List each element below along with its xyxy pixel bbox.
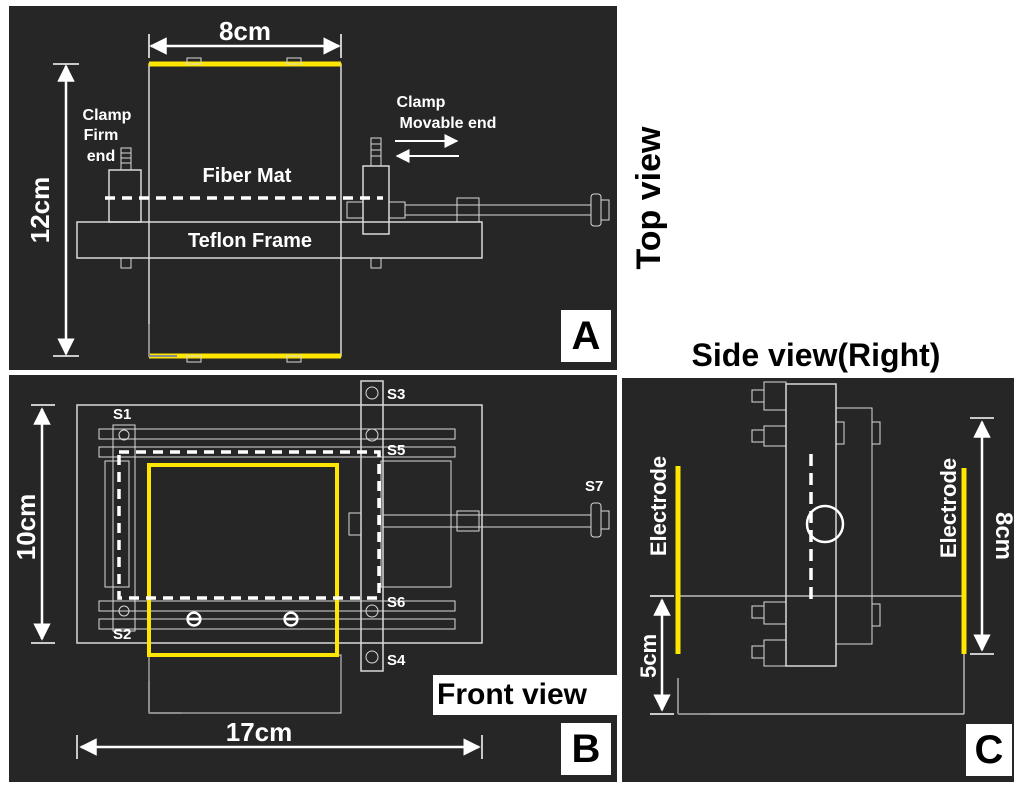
width-dimension-label: 8cm (219, 16, 271, 46)
panel-a-letter: A (561, 310, 611, 362)
clamp-firm-label-2: Firm (84, 127, 119, 144)
fiber-mat-label: Fiber Mat (203, 165, 292, 187)
panel-b-letter: B (561, 723, 611, 775)
electrode-square (147, 463, 339, 657)
top-view-title: Top view (630, 126, 668, 269)
panel-a-drawing: 8cm 12cm Clamp Firm end Clamp Movable en… (25, 16, 610, 363)
negative-charge-icon: ⊖ (185, 606, 203, 631)
panel-c-letter: C (966, 724, 1012, 776)
fiber-cross-section (805, 504, 845, 544)
side-view-title: Side view(Right) (692, 337, 941, 373)
fiber-mat-dashed (117, 450, 381, 600)
screw-label-s2: S2 (113, 626, 131, 643)
negative-charge-icon: ⊖ (282, 606, 300, 631)
screw-label-s4: S4 (387, 652, 406, 669)
offset-dimension-label: 5cm (636, 634, 661, 678)
teflon-frame-outline (76, 404, 483, 644)
clamp-movable-label-2: Movable end (400, 115, 497, 132)
panel-a-top-view: 8cm 12cm Clamp Firm end Clamp Movable en… (9, 6, 617, 370)
double-arrow-icon (395, 134, 459, 163)
left-electrode-label: Electrode (646, 456, 671, 556)
screw-label-s7: S7 (585, 478, 603, 495)
clamp-movable-label-1: Clamp (397, 94, 446, 111)
height-dimension-label: 10cm (11, 494, 41, 561)
screw-rod (404, 204, 592, 216)
screw-label-s5: S5 (387, 442, 405, 459)
clamp-column (785, 383, 837, 667)
front-view-title: Front view (433, 675, 617, 715)
screw-label-s3: S3 (387, 386, 405, 403)
teflon-frame-label: Teflon Frame (188, 230, 312, 252)
screw-label-s6: S6 (387, 594, 405, 611)
height-dimension-label: 12cm (25, 177, 55, 244)
clamp-firm (108, 169, 142, 223)
panel-c-side-view: Electrode Electrode 8cm 5cm C (622, 378, 1014, 782)
axis-marker-icon (148, 324, 177, 357)
teflon-frame (76, 221, 483, 259)
clamp-movable (362, 165, 390, 235)
panel-b-front-view: S1 S2 S3 S4 S5 S6 S7 ⊖ ⊖ 10cm 17cm Front… (9, 375, 617, 782)
width-dimension-label: 17cm (226, 717, 293, 747)
axis-marker-icon (148, 681, 181, 714)
clamp-firm-label-3: end (87, 148, 115, 165)
clamp-bar (360, 380, 384, 672)
fiber-mat-outline (148, 63, 342, 357)
height-dimension-label: 8cm (990, 512, 1014, 560)
panel-b-drawing: S1 S2 S3 S4 S5 S6 S7 ⊖ ⊖ 10cm 17cm (11, 380, 610, 759)
panel-c-drawing: Electrode Electrode 8cm 5cm (636, 381, 1014, 715)
clamp-firm-label-1: Clamp (83, 107, 132, 124)
screw-label-s1: S1 (113, 406, 131, 423)
axis-marker-icon (677, 678, 710, 715)
right-electrode-label: Electrode (936, 458, 961, 558)
